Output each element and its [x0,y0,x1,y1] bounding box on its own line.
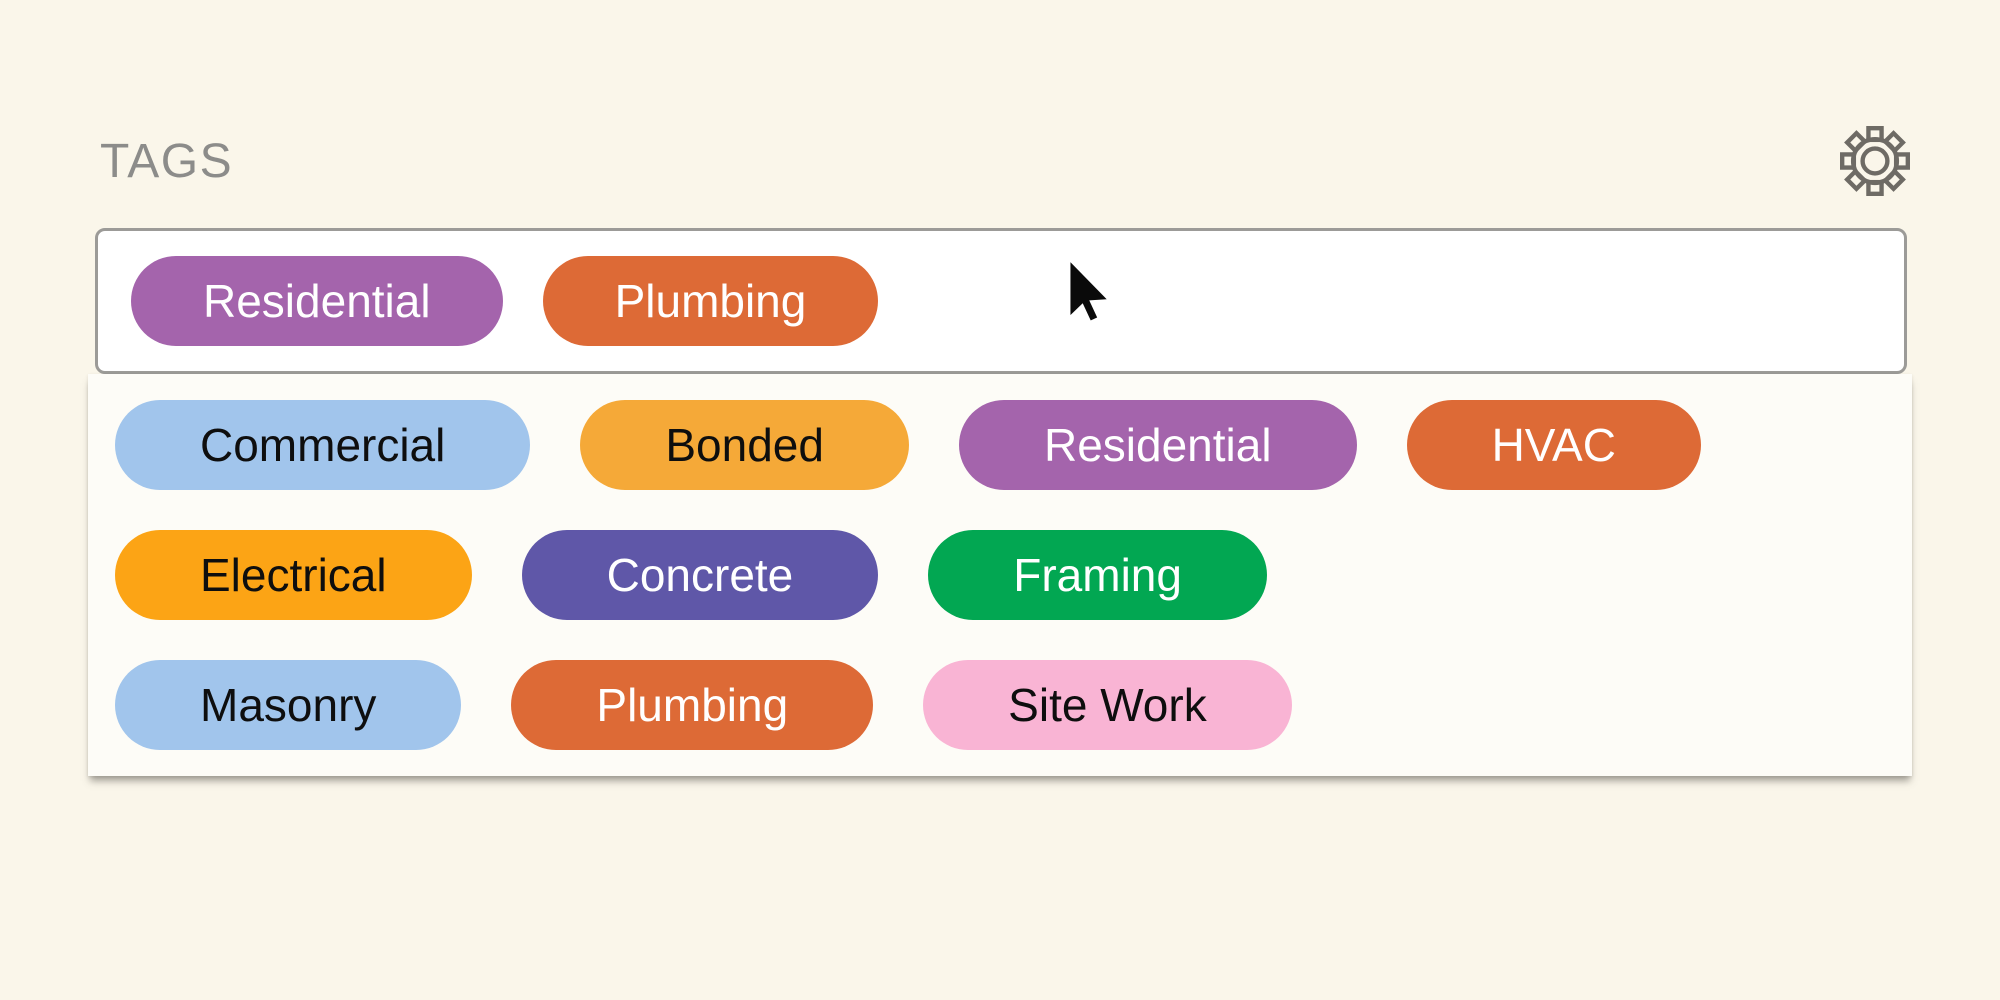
tag-option-electrical[interactable]: Electrical [115,530,472,620]
tag-option-row: Commercial Bonded Residential HVAC [115,400,1882,490]
tag-option-row: Masonry Plumbing Site Work [115,660,1882,750]
tag-option-bonded[interactable]: Bonded [580,400,909,490]
tag-option-hvac[interactable]: HVAC [1406,400,1701,490]
tag-option-masonry[interactable]: Masonry [115,660,462,750]
settings-gear-icon[interactable] [1840,126,1910,196]
tag-dropdown-panel: Commercial Bonded Residential HVAC Electrica… [88,374,1912,776]
tag-input-field[interactable]: Residential Plumbing [95,228,1907,374]
tag-option-commercial[interactable]: Commercial [115,400,531,490]
selected-tag-residential[interactable]: Residential [131,256,503,346]
tags-section-label: TAGS [100,135,234,188]
tag-option-concrete[interactable]: Concrete [521,530,879,620]
tag-option-row: Electrical Concrete Framing [115,530,1882,620]
tag-option-framing[interactable]: Framing [928,530,1267,620]
selected-tag-plumbing[interactable]: Plumbing [542,256,879,346]
tag-option-residential[interactable]: Residential [958,400,1357,490]
tag-option-plumbing[interactable]: Plumbing [511,660,874,750]
tag-option-site-work[interactable]: Site Work [923,660,1292,750]
